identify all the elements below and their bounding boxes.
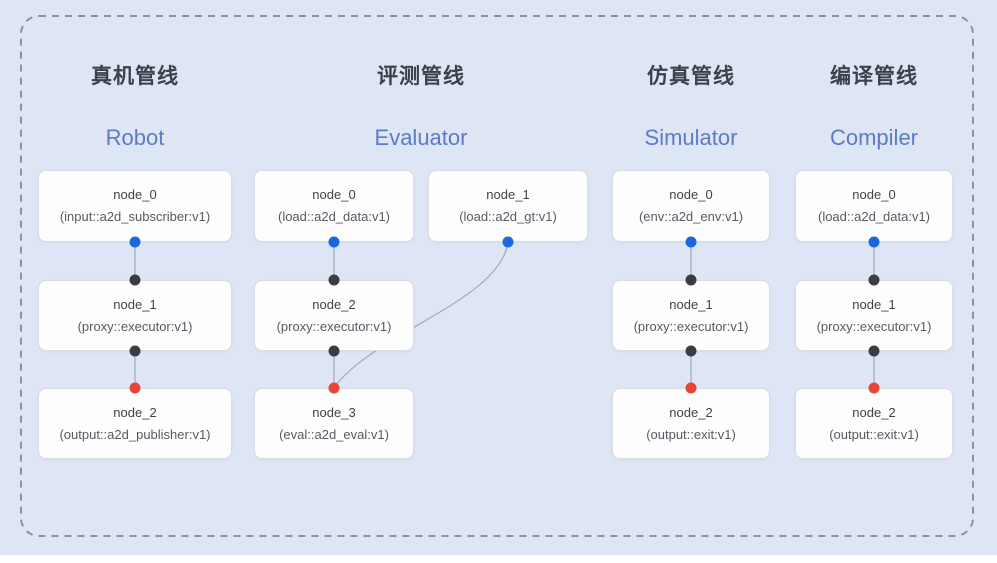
output-port-dot-blue	[328, 236, 340, 248]
node-type: (load::a2d_data:v1)	[277, 209, 391, 224]
node-name: node_1	[486, 187, 530, 202]
output-port-dot-dark	[129, 345, 141, 357]
node-card-compiler-2[interactable]: node_2 (output::exit:v1)	[795, 388, 953, 459]
pipeline-title-en-compiler: Compiler	[829, 125, 919, 150]
input-port-dot-dark	[868, 274, 880, 286]
node-name: node_2	[113, 404, 157, 420]
node-name: node_1	[852, 296, 896, 312]
node-type: (proxy::executor:v1)	[816, 318, 932, 334]
output-port-dot-dark	[685, 345, 697, 357]
node-card-robot-2[interactable]: node_2 (output::a2d_publisher:v1)	[38, 388, 232, 459]
output-port-dot-blue	[502, 236, 514, 248]
pipeline-title-en-evaluator: Evaluator	[374, 125, 468, 150]
node-type: (eval::a2d_eval:v1)	[279, 426, 389, 442]
node-card-simulator-2[interactable]: node_2 (output::exit:v1)	[612, 388, 770, 459]
input-port-dot-dark	[328, 274, 340, 286]
node-name: node_1	[113, 296, 157, 312]
pipeline-title-zh-evaluator: 评测管线	[377, 65, 465, 88]
edge-evaluator-1-3-curve	[334, 241, 509, 387]
node-card-robot-0[interactable]: node_0 (input::a2d_subscriber:v1)	[38, 170, 232, 242]
node-card-simulator-0[interactable]: node_0 (env::a2d_env:v1)	[612, 170, 770, 242]
node-type: (output::exit:v1)	[646, 426, 736, 442]
pipeline-title-zh-compiler: 编译管线	[830, 65, 918, 88]
node-type: (output::a2d_publisher:v1)	[59, 426, 211, 442]
node-type: (input::a2d_subscriber:v1)	[59, 209, 211, 224]
output-port-dot-dark	[328, 345, 340, 357]
node-type: (proxy::executor:v1)	[276, 318, 392, 334]
input-port-dot-red	[685, 382, 697, 394]
node-name: node_2	[669, 404, 713, 420]
input-port-dot-red	[129, 382, 141, 394]
node-card-evaluator-0[interactable]: node_0 (load::a2d_data:v1)	[254, 170, 414, 242]
node-name: node_2	[852, 404, 896, 420]
node-type: (output::exit:v1)	[829, 426, 919, 442]
node-card-evaluator-3[interactable]: node_3 (eval::a2d_eval:v1)	[254, 388, 414, 459]
input-port-dot-dark	[685, 274, 697, 286]
node-name: node_0	[669, 187, 713, 202]
input-port-dot-red	[868, 382, 880, 394]
node-name: node_2	[312, 296, 356, 312]
node-name: node_0	[113, 187, 157, 202]
input-port-dot-red	[328, 382, 340, 394]
pipeline-title-en-robot: Robot	[105, 125, 165, 150]
node-name: node_1	[669, 296, 713, 312]
dashed-container-border	[20, 15, 974, 537]
node-card-compiler-0[interactable]: node_0 (load::a2d_data:v1)	[795, 170, 953, 242]
node-card-simulator-1[interactable]: node_1 (proxy::executor:v1)	[612, 280, 770, 351]
node-card-evaluator-2[interactable]: node_2 (proxy::executor:v1)	[254, 280, 414, 351]
output-port-dot-blue	[129, 236, 141, 248]
node-type: (env::a2d_env:v1)	[638, 209, 744, 224]
output-port-dot-blue	[685, 236, 697, 248]
node-card-robot-1[interactable]: node_1 (proxy::executor:v1)	[38, 280, 232, 351]
pipeline-title-zh-robot: 真机管线	[91, 65, 179, 88]
pipeline-title-en-simulator: Simulator	[644, 125, 738, 150]
output-port-dot-blue	[868, 236, 880, 248]
node-name: node_0	[852, 187, 896, 202]
node-type: (proxy::executor:v1)	[77, 318, 193, 334]
node-card-evaluator-1[interactable]: node_1 (load::a2d_gt:v1)	[428, 170, 588, 242]
node-name: node_0	[312, 187, 356, 202]
node-type: (load::a2d_gt:v1)	[459, 209, 557, 224]
node-type: (load::a2d_data:v1)	[817, 209, 931, 224]
pipeline-title-zh-simulator: 仿真管线	[647, 65, 735, 88]
input-port-dot-dark	[129, 274, 141, 286]
node-name: node_3	[312, 404, 356, 420]
bottom-edge	[0, 555, 997, 563]
node-type: (proxy::executor:v1)	[633, 318, 749, 334]
output-port-dot-dark	[868, 345, 880, 357]
node-card-compiler-1[interactable]: node_1 (proxy::executor:v1)	[795, 280, 953, 351]
